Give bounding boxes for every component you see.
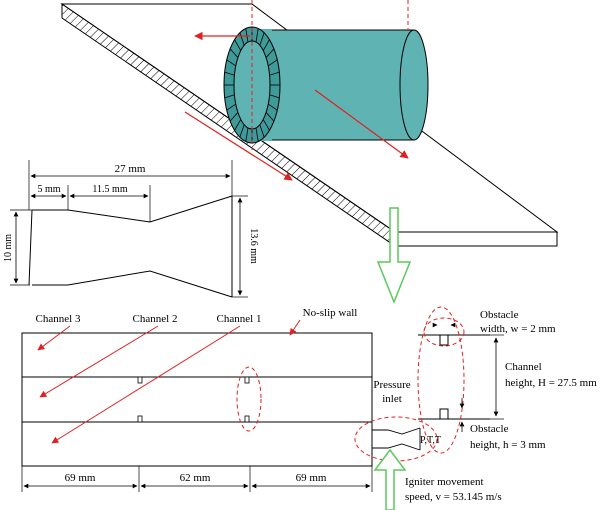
dim-outlet-height: 13.6 mm [248, 228, 259, 264]
green-arrow-lower [373, 448, 407, 510]
label-igniter-line1: Igniter movement [405, 476, 484, 488]
label-channel2: Channel 2 [133, 313, 178, 325]
channel-dimensions [21, 466, 373, 492]
dim-seg-mid: 11.5 mm [92, 184, 127, 195]
label-channel1: Channel 1 [217, 313, 262, 325]
ring-tick [269, 94, 280, 99]
dim-channel-right: 69 mm [296, 472, 327, 484]
arrow-red-diag [314, 89, 409, 159]
ring-tick [239, 32, 245, 46]
label-channel3: Channel 3 [36, 313, 81, 325]
ring-tick [259, 32, 265, 46]
ring-tick [267, 103, 278, 111]
ring-tick [224, 94, 235, 99]
channel-domain [21, 332, 438, 467]
pointer-channel2 [39, 325, 159, 398]
pointer-no-slip [289, 319, 301, 336]
ring-tick [267, 59, 278, 67]
ring-tick [229, 112, 239, 122]
label-channel-height: height, H = 27.5 mm [505, 377, 597, 389]
igniter-cylinder [223, 0, 429, 150]
ring-tick [239, 124, 245, 138]
ring-ticks [224, 27, 280, 143]
pointer-channel3 [37, 325, 71, 351]
label-igniter-line2: speed, v = 53.145 m/s [405, 491, 502, 503]
ring-tick [245, 127, 249, 142]
label-pressure: Pressure [373, 379, 410, 391]
label-inlet: inlet [382, 393, 402, 405]
ring-tick [234, 119, 242, 131]
green-arrow-upper [376, 207, 412, 305]
ring-tick [229, 48, 239, 58]
dim-total-length: 27 mm [115, 163, 146, 175]
ring-tick [234, 39, 242, 51]
label-obstacle-width: width, w = 2 mm [480, 323, 556, 335]
ring-tick [269, 71, 280, 76]
dim-seg-left: 5 mm [37, 184, 60, 195]
label-channel: Channel [505, 361, 542, 373]
dim-channel-left: 69 mm [65, 472, 96, 484]
obstacle-detail [417, 306, 504, 454]
ring-tick [262, 39, 270, 51]
ring-tick [245, 28, 249, 43]
arrow-red-plate [184, 111, 293, 181]
label-obstacle2: Obstacle [470, 423, 509, 435]
dim-channel-mid: 62 mm [180, 472, 211, 484]
ring-tick [224, 71, 235, 76]
label-ptt: P,T,T [420, 435, 441, 446]
ring-tick [255, 28, 259, 43]
dim-inlet-height: 10 mm [3, 234, 14, 262]
ring-tick [265, 48, 275, 58]
label-obstacle: Obstacle [480, 309, 519, 321]
ring-tick [259, 124, 265, 138]
ring-tick [226, 103, 237, 111]
label-no-slip: No-slip wall [303, 307, 358, 319]
nozzle-profile [10, 160, 248, 298]
pointer-channel1 [51, 325, 241, 444]
ring-tick [226, 59, 237, 67]
label-obstacle-height: height, h = 3 mm [470, 439, 546, 451]
ring-tick [265, 112, 275, 122]
ring-tick [255, 127, 259, 142]
ring-tick [262, 119, 270, 131]
